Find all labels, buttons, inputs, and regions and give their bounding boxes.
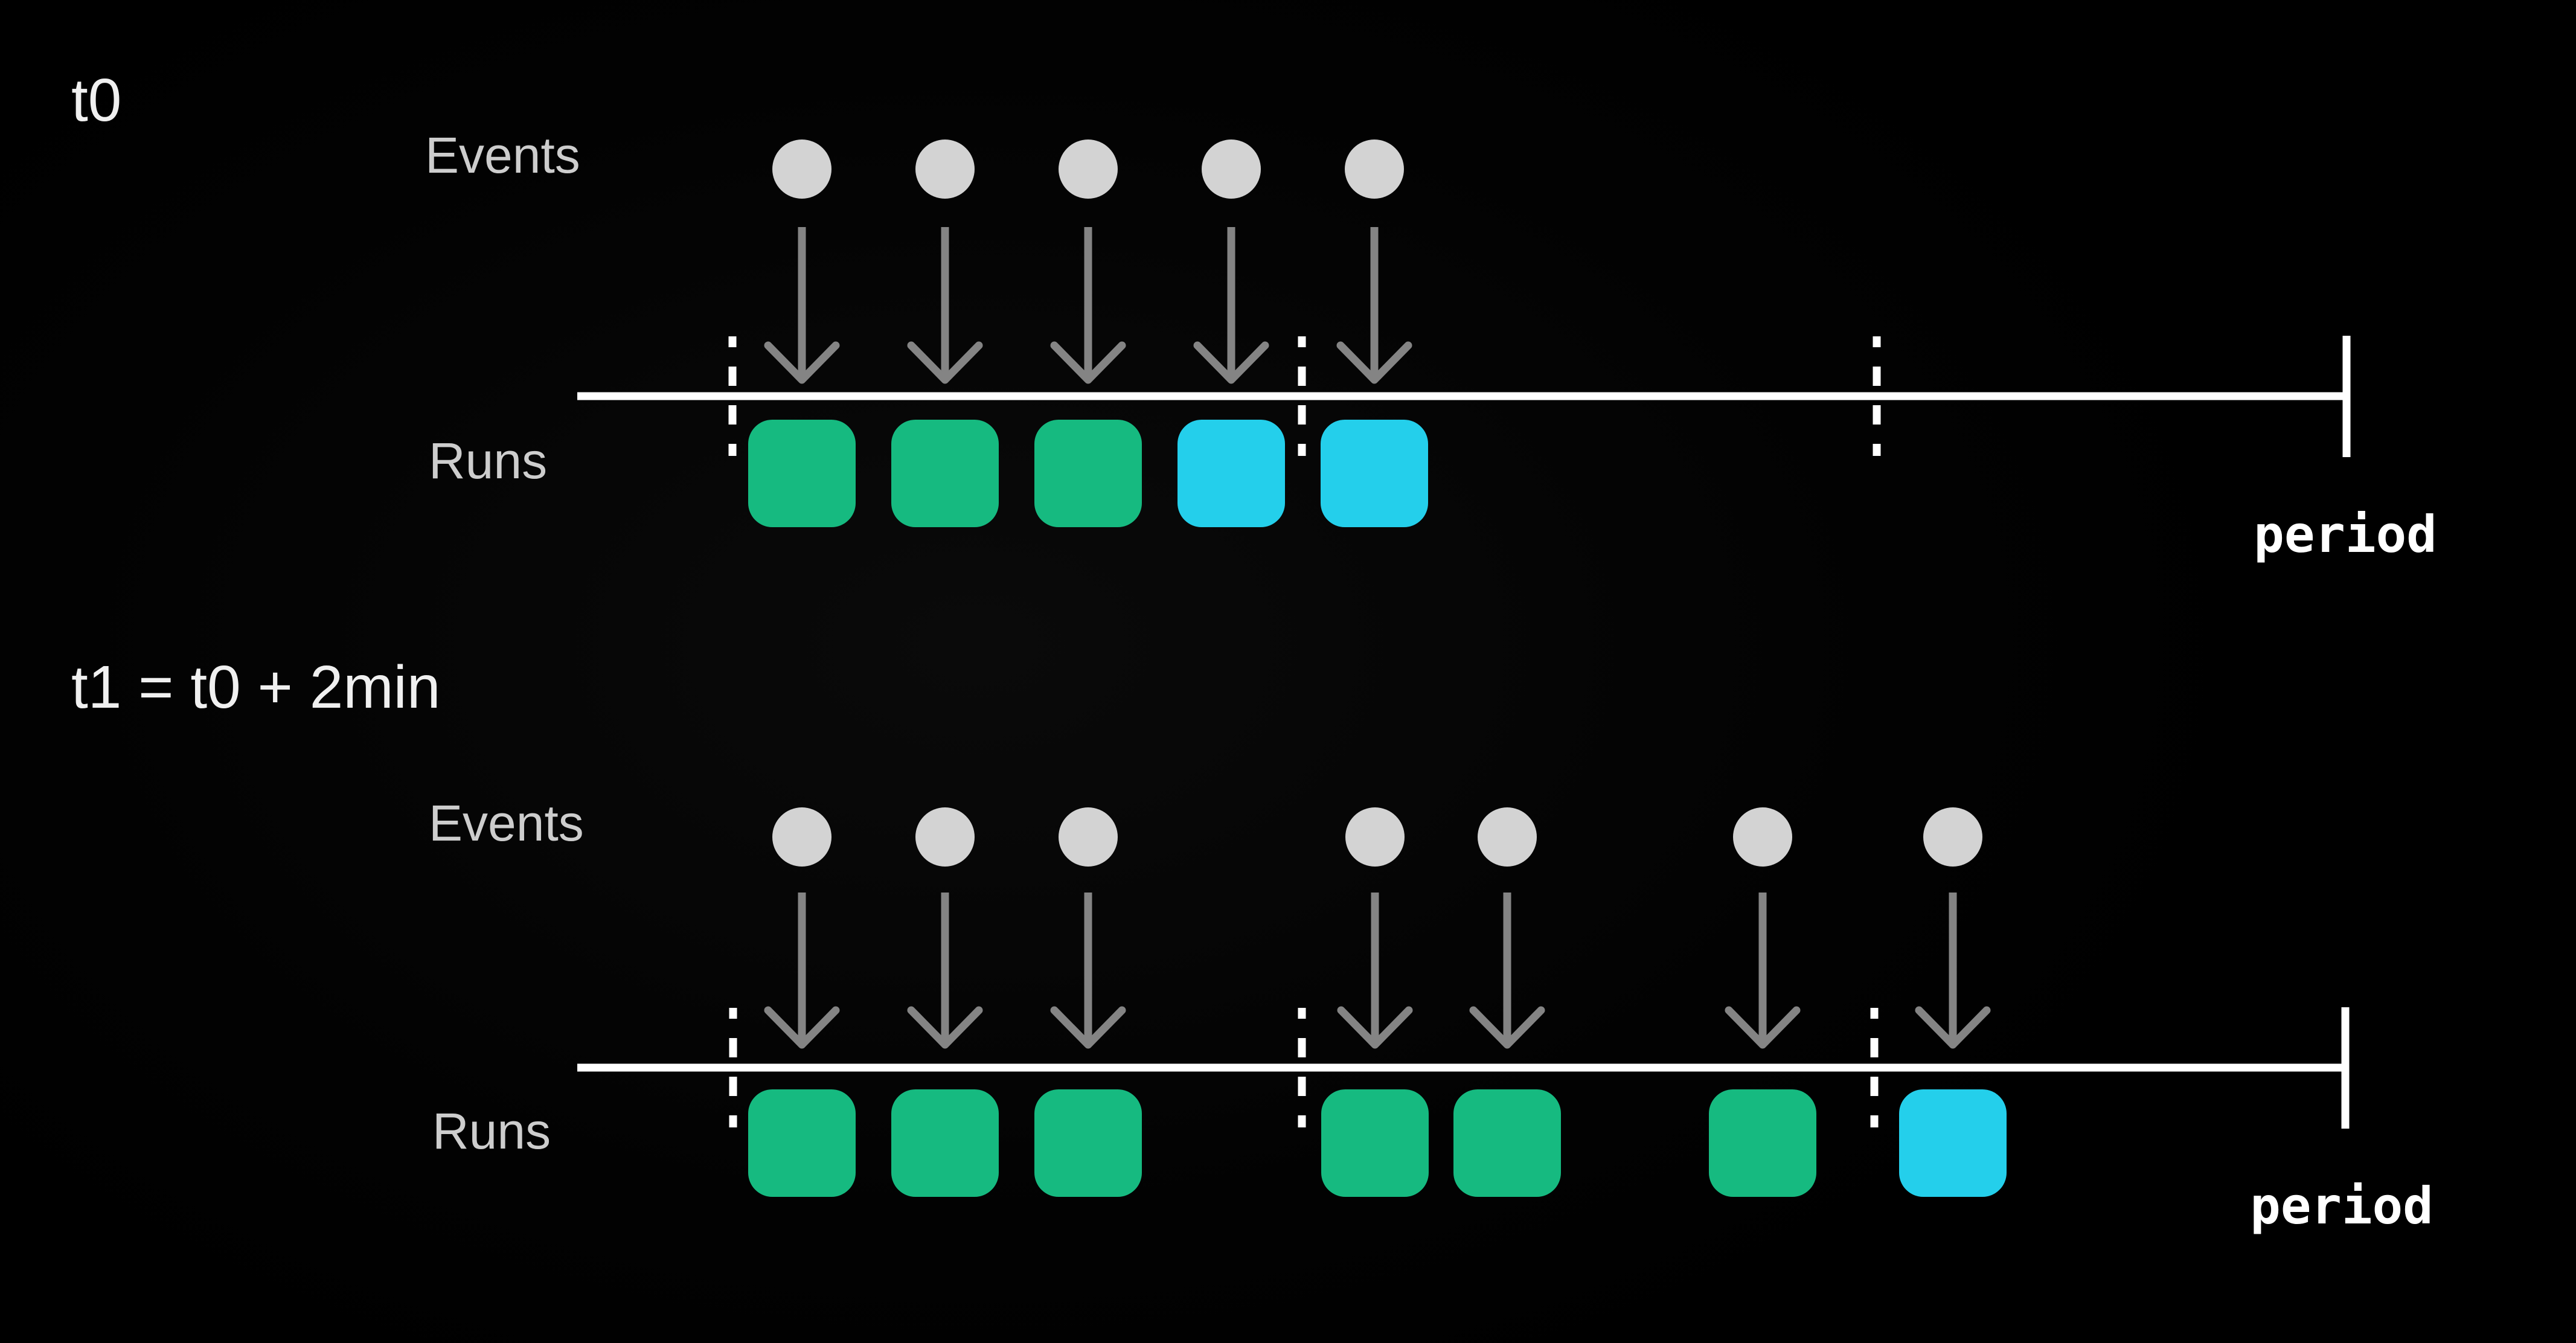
run-square-cyan-6	[1899, 1089, 2007, 1197]
period-label: period	[2250, 1176, 2433, 1236]
event-arrow-head-1	[907, 341, 983, 384]
event-dot-6	[1923, 807, 1982, 867]
event-dot-5	[1733, 807, 1792, 867]
run-square-cyan-4	[1321, 420, 1428, 527]
run-square-green-2	[1034, 1089, 1142, 1197]
runs-row-label: Runs	[432, 1103, 551, 1159]
event-arrow-head-6	[1915, 1006, 1991, 1049]
run-square-green-2	[1034, 420, 1142, 527]
panel-title: t0	[71, 66, 121, 134]
event-dot-4	[1478, 807, 1537, 867]
event-dot-3	[1345, 807, 1405, 867]
event-dot-2	[1059, 139, 1118, 199]
event-arrow-head-0	[764, 341, 840, 384]
events-row-label: Events	[425, 127, 580, 184]
event-dot-4	[1345, 139, 1404, 199]
event-arrow-head-4	[1469, 1006, 1545, 1049]
events-row-label: Events	[429, 795, 584, 851]
event-arrow-head-4	[1336, 341, 1412, 384]
run-square-green-5	[1709, 1089, 1816, 1197]
run-square-cyan-3	[1177, 420, 1285, 527]
event-arrow-head-5	[1725, 1006, 1801, 1049]
runs-row-label: Runs	[429, 432, 547, 489]
run-square-green-1	[891, 1089, 999, 1197]
panel-title: t1 = t0 + 2min	[71, 653, 440, 721]
event-dot-1	[915, 807, 975, 867]
event-dot-1	[915, 139, 975, 199]
run-square-green-0	[748, 420, 856, 527]
event-arrow-head-1	[907, 1006, 983, 1049]
event-arrow-head-3	[1337, 1006, 1413, 1049]
run-square-green-1	[891, 420, 999, 527]
event-dot-0	[772, 807, 831, 867]
event-dot-3	[1202, 139, 1261, 199]
event-arrow-head-2	[1050, 1006, 1126, 1049]
run-square-green-4	[1453, 1089, 1561, 1197]
event-arrow-head-2	[1050, 341, 1126, 384]
event-dot-0	[772, 139, 831, 199]
run-square-green-3	[1321, 1089, 1429, 1197]
run-square-green-0	[748, 1089, 856, 1197]
event-dot-2	[1059, 807, 1118, 867]
event-arrow-head-3	[1193, 341, 1269, 384]
period-label: period	[2254, 505, 2437, 564]
event-arrow-head-0	[764, 1006, 840, 1049]
